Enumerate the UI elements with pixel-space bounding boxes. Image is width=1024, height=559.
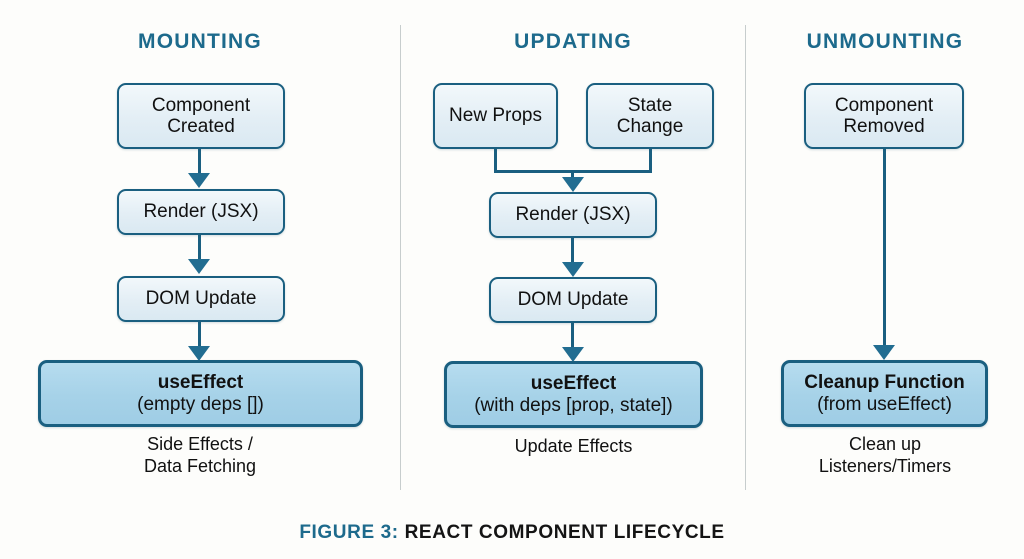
subcaption-unmounting: Clean up Listeners/Timers <box>765 434 1005 477</box>
node-render-jsx-updating: Render (JSX) <box>489 192 657 238</box>
node-line-1: Cleanup Function <box>804 372 965 394</box>
node-line-2: (from useEffect) <box>817 393 952 415</box>
node-line-1: Component <box>151 94 251 116</box>
node-component-created: Component Created <box>117 83 285 149</box>
subcaption-line-2: Listeners/Timers <box>818 455 952 476</box>
column-divider-right <box>745 25 746 490</box>
node-line-1: Render (JSX) <box>143 201 259 223</box>
connector-stem <box>571 323 574 349</box>
node-line-1: DOM Update <box>517 289 629 311</box>
node-line-1: Render (JSX) <box>515 204 631 226</box>
node-line-1: useEffect <box>157 372 244 394</box>
node-dom-update-mounting: DOM Update <box>117 276 285 322</box>
connector-arrowhead <box>562 347 584 362</box>
node-line-1: Component <box>834 94 934 116</box>
subcaption-updating: Update Effects <box>444 436 703 458</box>
node-render-jsx-mounting: Render (JSX) <box>117 189 285 235</box>
node-line-2: (with deps [prop, state]) <box>474 394 673 416</box>
node-line-2: Removed <box>843 116 925 137</box>
subcaption-line-1: Update Effects <box>514 436 633 456</box>
node-line-1: useEffect <box>530 373 617 395</box>
node-new-props: New Props <box>433 83 558 149</box>
connector-stem <box>198 149 201 175</box>
node-line-1: New Props <box>449 105 542 127</box>
column-heading-unmounting: UNMOUNTING <box>806 30 964 53</box>
node-component-removed: Component Removed <box>804 83 964 149</box>
node-line-1: DOM Update <box>145 288 257 310</box>
column-heading-mounting: MOUNTING <box>138 30 262 53</box>
node-line-1: State <box>627 94 673 116</box>
column-divider-left <box>400 25 401 490</box>
figure-title: REACT COMPONENT LIFECYCLE <box>404 522 725 543</box>
connector-stem-new-props <box>494 149 497 173</box>
figure-caption: FIGURE 3: REACT COMPONENT LIFECYCLE <box>0 522 1024 544</box>
connector-stem <box>571 238 574 264</box>
node-cleanup-function: Cleanup Function (from useEffect) <box>781 360 988 427</box>
node-useeffect-updating: useEffect (with deps [prop, state]) <box>444 361 703 428</box>
node-line-2: (empty deps []) <box>137 393 264 415</box>
node-line-2: Created <box>167 116 235 137</box>
connector-stem-state-change <box>649 149 652 173</box>
node-state-change: State Change <box>586 83 714 149</box>
column-heading-updating: UPDATING <box>514 30 632 53</box>
connector-stem-long <box>883 149 886 347</box>
connector-arrowhead <box>562 262 584 277</box>
figure-number: FIGURE 3: <box>299 522 399 543</box>
node-useeffect-mounting: useEffect (empty deps []) <box>38 360 363 427</box>
connector-stem-merged <box>571 170 574 179</box>
node-line-2: Change <box>616 116 684 137</box>
subcaption-line-1: Side Effects / <box>147 434 253 454</box>
subcaption-line-1: Clean up <box>848 434 922 454</box>
node-dom-update-updating: DOM Update <box>489 277 657 323</box>
connector-arrowhead <box>188 346 210 361</box>
connector-arrowhead <box>188 259 210 274</box>
connector-arrowhead <box>188 173 210 188</box>
connector-stem <box>198 235 201 261</box>
connector-stem <box>198 322 201 348</box>
subcaption-line-2: Data Fetching <box>143 455 257 476</box>
subcaption-mounting: Side Effects / Data Fetching <box>60 434 340 477</box>
connector-arrowhead <box>562 177 584 192</box>
connector-arrowhead <box>873 345 895 360</box>
